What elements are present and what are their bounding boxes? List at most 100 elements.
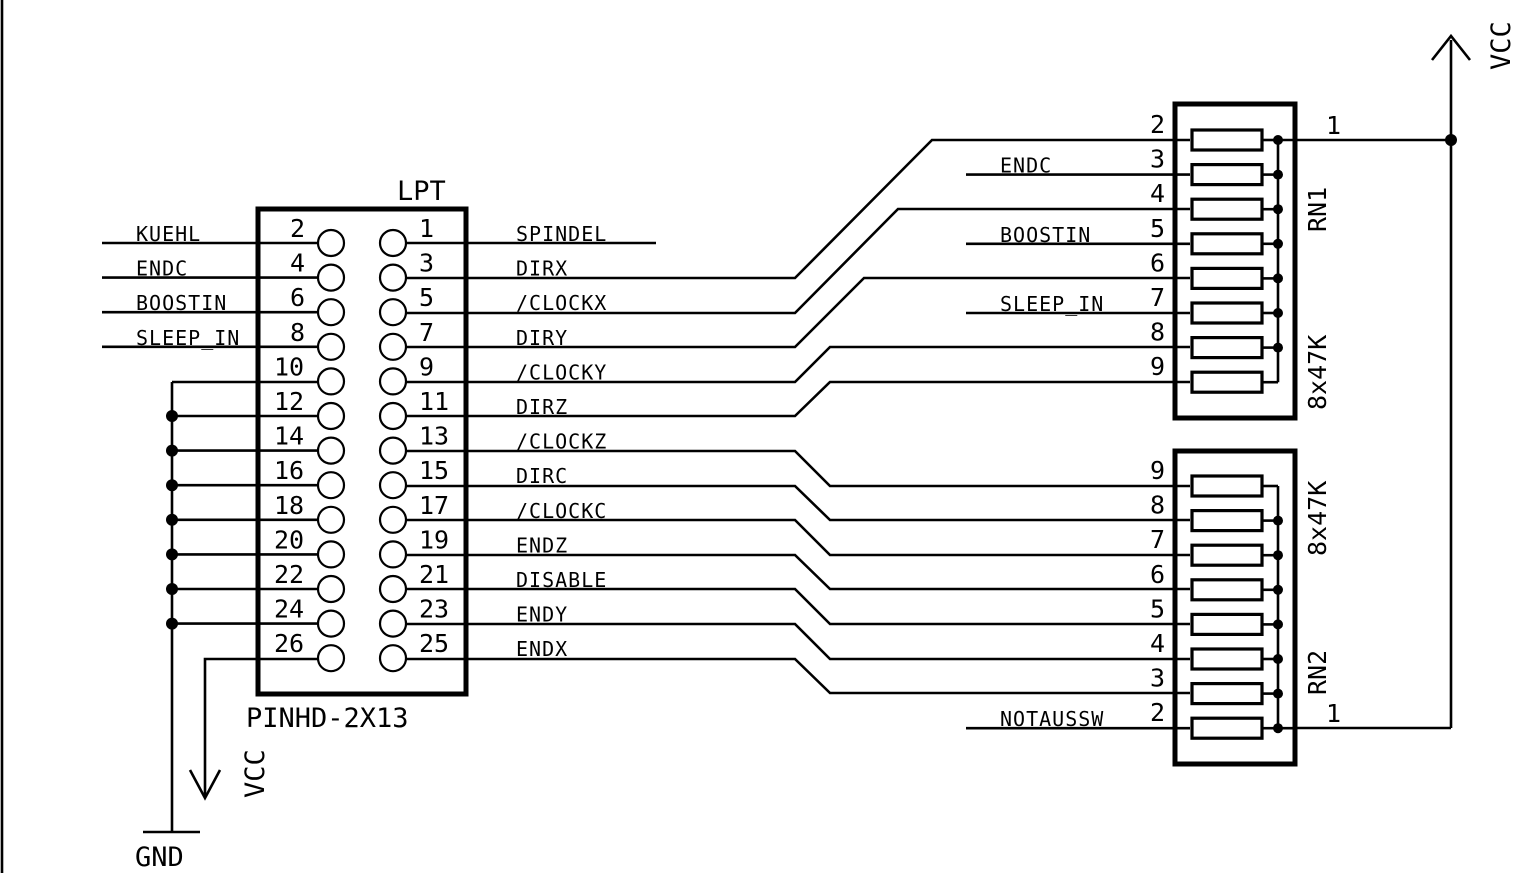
rn1-pin-number: 6 (1150, 248, 1165, 277)
connector-pin-even[interactable] (316, 609, 346, 638)
connector-pin-even[interactable] (316, 298, 346, 327)
rn1-common-pin: 1 (1326, 111, 1341, 140)
rn2-resistor[interactable] (1190, 509, 1264, 533)
rn2-name: RN2 (1303, 650, 1332, 695)
junction-dot (1273, 515, 1283, 526)
connector-pin-even[interactable] (316, 228, 346, 258)
connector-pin-odd[interactable] (378, 298, 408, 327)
connector-pin-odd[interactable] (378, 332, 408, 361)
pin-number: 19 (419, 525, 449, 554)
net-label: DIRX (516, 257, 568, 281)
connector-pin-even[interactable] (316, 471, 346, 500)
rn1-resistor[interactable] (1190, 163, 1264, 187)
rn1-resistor[interactable] (1190, 266, 1264, 290)
rn2-resistor[interactable] (1190, 716, 1264, 740)
connector-pin-even[interactable] (316, 263, 346, 292)
rn1-resistor[interactable] (1190, 301, 1264, 325)
rn1-resistor[interactable] (1190, 197, 1264, 221)
net-label: /CLOCKZ (516, 430, 607, 454)
rn2-resistor[interactable] (1190, 474, 1264, 498)
connector-pin-odd[interactable] (378, 367, 408, 396)
connector-pin-odd[interactable] (378, 228, 408, 258)
pin-number: 26 (274, 629, 304, 658)
pin-number: 9 (419, 352, 434, 381)
rn1-resistor-network[interactable]: RN1 8x47K 1 (1172, 101, 1341, 421)
pin-number: 1 (419, 214, 434, 243)
connector-pin-odd[interactable] (378, 401, 408, 431)
connector-pin-even[interactable] (316, 505, 346, 534)
connector-pin-even[interactable] (316, 436, 346, 465)
connector-pin-odd[interactable] (378, 644, 408, 673)
rn2-resistor[interactable] (1190, 578, 1264, 602)
rn1-resistor[interactable] (1190, 232, 1264, 256)
rn1-pin-number: 5 (1150, 214, 1165, 243)
junction-dot (1273, 238, 1283, 249)
rn2-resistor[interactable] (1190, 681, 1264, 706)
net-label: ENDY (516, 603, 568, 627)
rn2-pin-number: 3 (1150, 664, 1165, 693)
ground-bus: GND (135, 380, 318, 873)
pin-number: 6 (290, 283, 305, 312)
pin-number: 21 (419, 560, 449, 589)
rn2-pin-number: 5 (1150, 594, 1165, 623)
rn2-pin-number: 4 (1150, 629, 1165, 658)
rn1-resistor[interactable] (1190, 370, 1264, 394)
rn2-pin-number: 9 (1150, 456, 1165, 485)
pin-number: 24 (274, 595, 304, 624)
rn2-common-pin: 1 (1326, 699, 1341, 728)
lpt-net-labels: KUEHLENDCBOOSTINSLEEP_INSPINDELDIRX/CLOC… (102, 222, 656, 661)
pin-number: 10 (274, 352, 304, 381)
net-label: DIRC (516, 464, 568, 488)
junction-dot (1273, 654, 1283, 664)
junction-dot (1273, 550, 1283, 561)
pin-number: 16 (274, 456, 304, 485)
net-label: SPINDEL (516, 222, 607, 246)
net-label: ENDC (1000, 154, 1052, 178)
connector-pin-even[interactable] (316, 574, 346, 604)
rn2-pin-number: 2 (1150, 698, 1165, 727)
net-label: BOOSTIN (136, 291, 227, 315)
net-label: /CLOCKX (516, 291, 607, 315)
connector-pin-odd[interactable] (378, 471, 408, 500)
rn2-resistor[interactable] (1190, 647, 1264, 671)
rn1-resistor[interactable] (1190, 128, 1264, 152)
pin-number: 5 (419, 283, 434, 312)
junction-dot (1273, 342, 1283, 353)
connector-pin-odd[interactable] (378, 609, 408, 638)
rn2-resistor[interactable] (1190, 543, 1264, 567)
rn1-value: 8x47K (1303, 335, 1332, 410)
connector-pin-even[interactable] (316, 644, 346, 673)
pin-number: 18 (274, 491, 304, 520)
junction-dot (1273, 584, 1283, 595)
junction-dot (1273, 308, 1283, 318)
vcc-top-label: VCC (1486, 21, 1517, 70)
connector-pin-odd[interactable] (378, 263, 408, 292)
connector-pin-odd[interactable] (378, 505, 408, 534)
rn1-pin-number: 7 (1150, 283, 1165, 312)
connector-pin-even[interactable] (316, 332, 346, 361)
connector-pin-even[interactable] (316, 401, 346, 431)
connector-pin-even[interactable] (316, 367, 346, 396)
rn2-resistor-network[interactable]: RN2 8x47K 1 (1172, 448, 1341, 767)
connector-pin-odd[interactable] (378, 574, 408, 604)
net-label: SLEEP_IN (136, 326, 240, 350)
pin-number: 13 (419, 422, 449, 451)
vcc-bottom-label: VCC (240, 749, 271, 798)
pin-number: 2 (290, 214, 305, 243)
pin-number: 7 (419, 318, 434, 347)
net-label: /CLOCKY (516, 360, 607, 384)
rn1-pin-number: 8 (1150, 318, 1165, 347)
connector-name: LPT (397, 176, 446, 207)
net-label: ENDZ (516, 533, 568, 557)
rn2-value: 8x47K (1303, 481, 1332, 556)
pin-number: 4 (290, 249, 305, 278)
rn2-resistor[interactable] (1190, 612, 1264, 637)
rn1-body (1172, 101, 1298, 421)
connector-pin-odd[interactable] (378, 540, 408, 569)
connector-pin-odd[interactable] (378, 436, 408, 465)
connector-pin-even[interactable] (316, 540, 346, 569)
pin-number: 15 (419, 456, 449, 485)
junction-dot (1273, 204, 1283, 215)
rn1-resistor[interactable] (1190, 336, 1264, 360)
